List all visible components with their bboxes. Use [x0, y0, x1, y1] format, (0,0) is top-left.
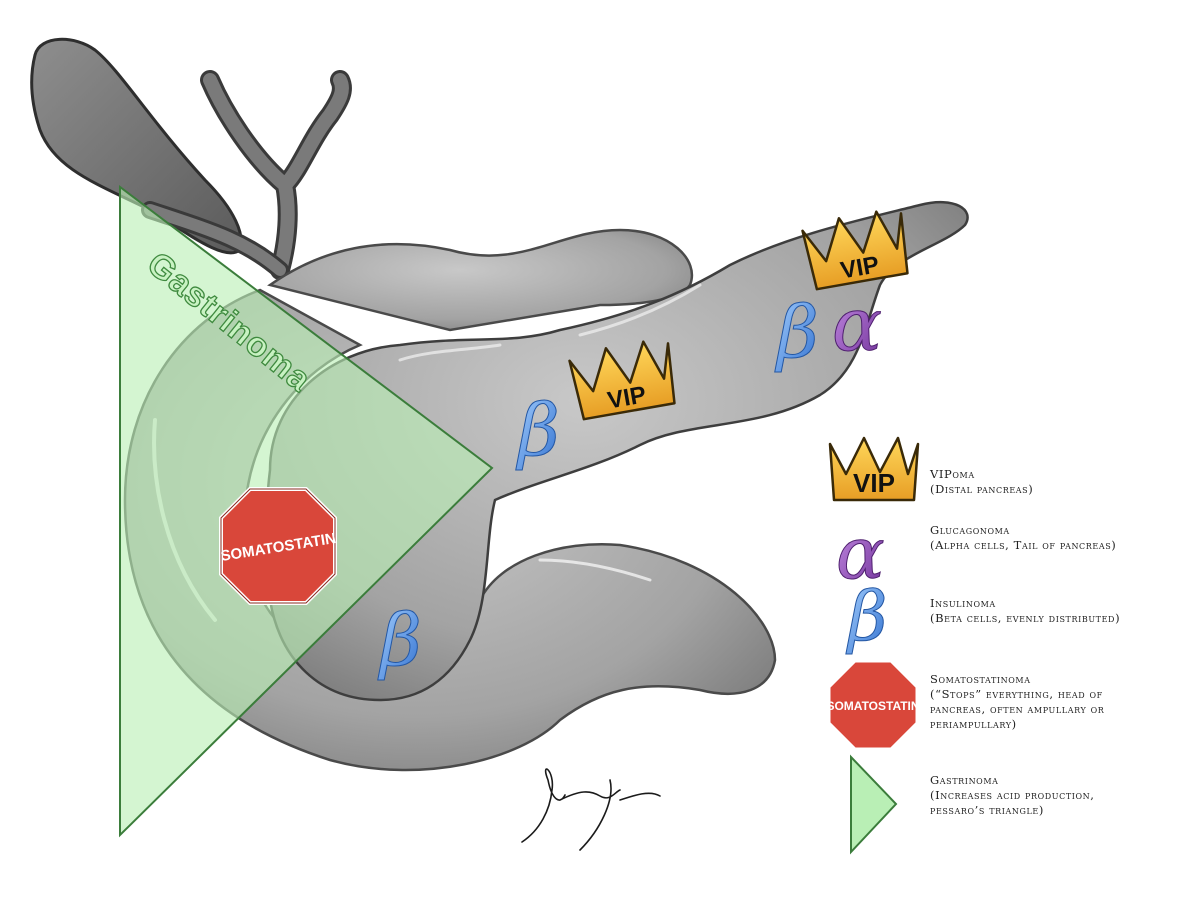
legend-crown-label: VIP	[853, 468, 895, 498]
legend-gastrinoma-desc-1: (Increases acid production,	[930, 788, 1095, 802]
beta-symbol-tail: β	[774, 290, 819, 374]
legend-insulinoma: Insulinoma (Beta cells, evenly distribut…	[930, 596, 1120, 626]
beta-symbol-head: β	[377, 598, 422, 682]
legend-somatostatinoma-desc-1: (“Stops” everything, head of	[930, 687, 1103, 701]
bile-ducts	[141, 70, 352, 280]
vip-crown-tail: VIP	[801, 210, 909, 291]
legend-gastrinoma-desc-2: pessaro’s triangle)	[930, 803, 1044, 817]
vip-crown-body: VIP	[568, 340, 676, 421]
legend-stop-sign-icon: SOMATOSTATIN	[826, 659, 920, 751]
legend-somatostatinoma-desc-2: pancreas, often ampullary or	[930, 702, 1105, 716]
legend-somatostatinoma-title: Somatostatinoma	[930, 672, 1031, 686]
legend-vipoma: VIPoma (Distal pancreas)	[930, 467, 1033, 497]
pancreas	[265, 200, 969, 702]
alpha-symbol-tail: α	[832, 282, 882, 368]
legend-somatostatinoma: Somatostatinoma (“Stops” everything, hea…	[930, 672, 1104, 732]
legend-vipoma-title: VIPoma	[930, 467, 975, 481]
legend-stop-sign-text: SOMATOSTATIN	[826, 699, 919, 713]
legend-gastrinoma: Gastrinoma (Increases acid production, p…	[930, 773, 1095, 818]
crown-label-tail: VIP	[838, 251, 881, 284]
legend-glucagonoma-title: Glucagonoma	[930, 523, 1010, 537]
somatostatin-stop-sign: SOMATOSTATIN	[219, 487, 337, 605]
legend-somatostatinoma-desc-3: periampullary)	[930, 717, 1017, 731]
legend-vipoma-desc: (Distal pancreas)	[930, 482, 1034, 496]
beta-symbol-body: β	[515, 388, 560, 472]
legend-glucagonoma: Glucagonoma (Alpha cells, Tail of pancre…	[930, 523, 1116, 553]
legend-triangle-icon	[850, 754, 898, 855]
legend-crown-icon: VIP	[828, 436, 920, 502]
artist-signature	[521, 768, 661, 851]
legend-glucagonoma-desc: (Alpha cells, Tail of pancreas)	[930, 538, 1117, 552]
crown-label-body: VIP	[605, 381, 648, 414]
legend-alpha-icon: α	[836, 511, 885, 595]
legend-insulinoma-title: Insulinoma	[930, 596, 996, 610]
legend-beta-icon: β	[845, 578, 887, 657]
legend-gastrinoma-title: Gastrinoma	[930, 773, 999, 787]
legend-insulinoma-desc: (Beta cells, evenly distributed)	[930, 611, 1121, 625]
